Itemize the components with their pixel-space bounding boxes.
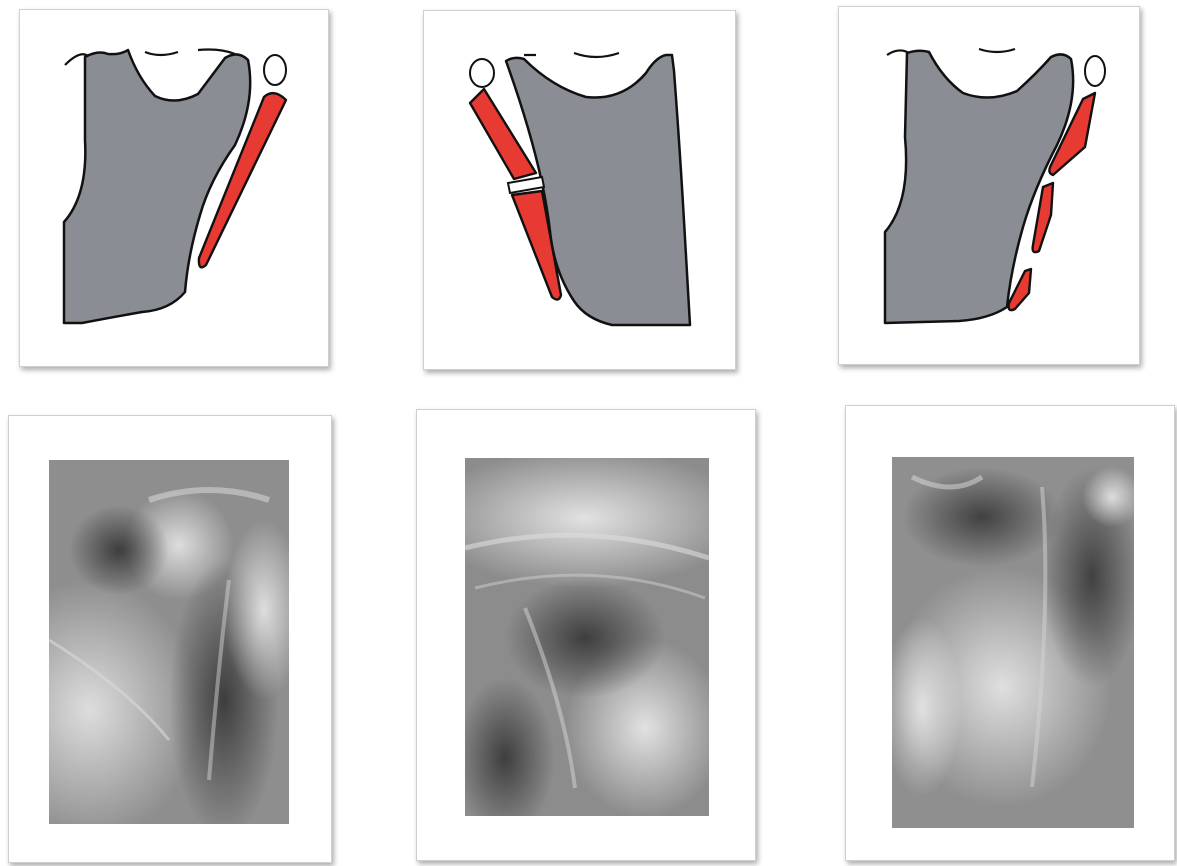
diagram-3-drawing [839, 7, 1141, 366]
radiograph-image-2 [465, 458, 709, 816]
jaw-shape [64, 50, 250, 323]
diagram-2-drawing [424, 11, 737, 371]
jaw-shape [506, 55, 690, 325]
diagram-panel-2 [423, 10, 736, 370]
bony-ring [1085, 56, 1105, 86]
radiograph-panel-2 [416, 409, 756, 861]
diagram-panel-1 [19, 9, 329, 367]
radiograph-image-3 [892, 457, 1134, 828]
diagram-panel-3 [838, 6, 1140, 365]
radiograph-panel-3 [845, 405, 1175, 861]
bony-ring [470, 59, 494, 87]
diagram-1-drawing [20, 10, 330, 368]
skull-base-outline [524, 53, 619, 57]
radiograph-panel-1 [8, 415, 332, 863]
radiograph-image-1 [49, 460, 289, 824]
bony-ring [264, 55, 286, 85]
